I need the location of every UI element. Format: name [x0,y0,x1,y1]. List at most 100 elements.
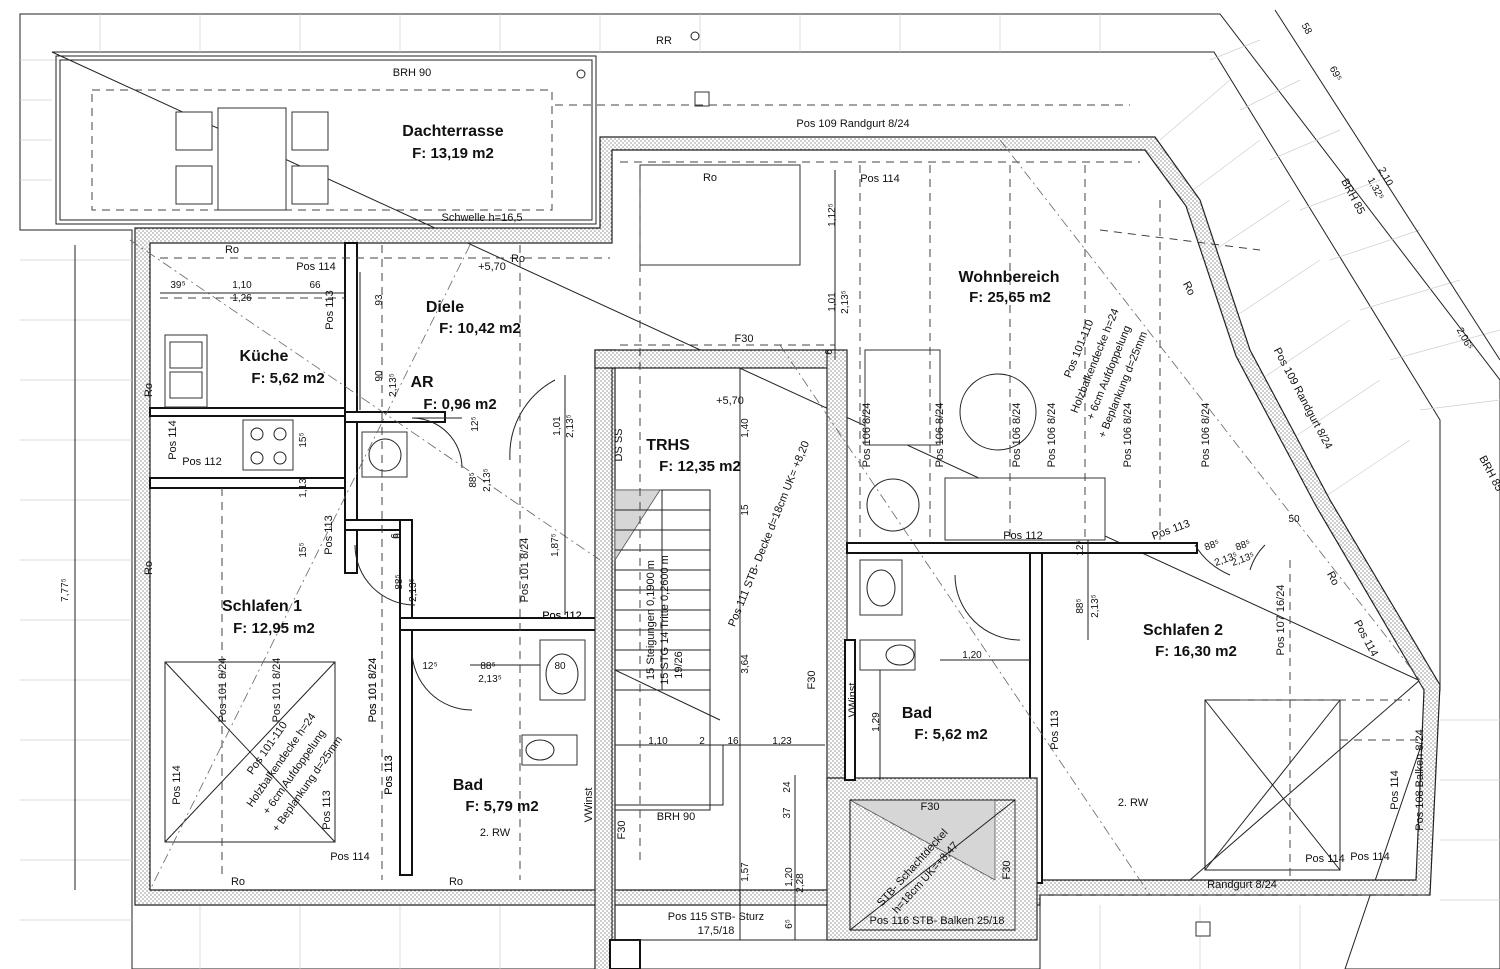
annotation-label-40: Pos 101 8/24 [367,658,379,723]
dimension-label-24: 3,64 [740,654,751,674]
dimension-label-20: 88⁵ [394,574,405,589]
room-area-bad1: F: 5,79 m2 [465,798,538,815]
annotation-label-10: F30 [735,333,754,345]
room-name-ar: AR [410,374,434,391]
annotation-label-59: F30 [921,801,940,813]
dimension-label-35: 88⁵ [480,661,495,672]
annotation-label-46: Pos 113 [383,755,395,795]
annotation-label-35: Pos 114 [167,420,179,460]
room-name-schlafen2: Schlafen 2 [1143,622,1223,639]
annotation-label-79: Pos 101 8/24 [367,658,379,723]
annotation-label-23: 19/26 [673,651,685,679]
dimension-label-54: 2,06⁵ [1454,326,1475,352]
annotation-label-24: Pos 112 [542,610,582,622]
annotation-label-51: Ro [231,876,245,888]
annotation-label-9: +5,70 [478,261,506,273]
room-area-schlafen1: F: 12,95 m2 [233,620,315,637]
dimension-label-14: 1,13 [298,478,309,498]
dimension-label-34: 6⁵ [784,919,795,929]
annotation-label-67: Pos 114 [1351,618,1380,659]
dimension-label-27: 16 [727,736,739,747]
annotation-label-28: Pos 106 8/24 [1011,403,1023,468]
room-area-trhs: F: 12,35 m2 [659,458,741,475]
annotation-label-22: 15 STG 14 Tritte 0,2600 m [659,555,671,685]
annotation-label-2: Schwelle h=16,5 [441,212,522,224]
annotation-label-68: Pos 114 [1389,770,1401,810]
dimension-label-16: 12⁵ [470,416,481,431]
annotation-label-53: BRH 90 [657,811,696,823]
dimension-label-48: 50 [1288,514,1300,525]
room-name-diele: Diele [426,299,464,316]
dashed-beams [74,104,1430,896]
dimension-label-33: 2,28 [795,873,806,893]
room-area-diele: F: 10,42 m2 [439,320,521,337]
dimension-label-38: 88⁵ [1075,598,1086,613]
dimension-label-49: 7,77⁵ [60,578,71,602]
annotation-label-75: Ro [1324,570,1341,588]
dimension-label-37: 80 [554,661,566,672]
annotation-label-4: Pos 114 [296,261,336,273]
dimension-label-23: 15 [740,504,751,516]
room-name-bad1: Bad [453,777,483,794]
annotation-label-56: 17,5/18 [698,925,735,937]
dimension-label-8: 1,01 [827,292,838,312]
annotation-label-8: Pos 114 [860,173,900,185]
dimension-label-21: 2,13⁵ [408,578,419,602]
annotation-label-57: F30 [806,671,818,690]
dimension-label-17: 88⁵ [468,472,479,487]
annotation-label-55: Pos 115 STB- Sturz [668,911,764,923]
annotation-label-27: Pos 106 8/24 [934,403,946,468]
annotation-label-65: 2. RW [1118,797,1149,809]
annotation-label-63: F30 [1001,861,1013,880]
annotation-label-31: Pos 106 8/24 [1200,403,1212,468]
annotation-label-0: RR [656,35,672,47]
annotation-label-66: Pos 107 16/24 [1275,585,1287,656]
room-area-ar: F: 0,96 m2 [423,396,496,413]
dimension-label-2: 1,26 [232,293,252,304]
annotation-label-1: BRH 90 [393,67,432,79]
dimension-label-4: 93 [374,294,385,306]
dimension-label-19: 1,87⁵ [550,533,561,557]
annotation-label-69: Pos 108 Balken 8/24 [1414,729,1426,831]
dimension-label-3: 66 [309,280,321,291]
annotation-label-26: Pos 106 8/24 [861,403,873,468]
annotation-label-50: VWinst [583,788,595,823]
annotation-label-45: Pos 114 [171,765,183,805]
dimension-label-22: 6 [390,533,401,539]
annotation-label-49: 2. RW [480,827,511,839]
dimension-label-1: 1,10 [232,280,252,291]
room-name-kueche: Küche [240,348,289,365]
dimension-label-46: 1,20 [962,650,982,661]
annotation-label-30: Pos 106 8/24 [1122,403,1134,468]
dimension-label-47: 1,29 [871,712,882,732]
annotation-label-16: BRH 85 [1338,177,1367,217]
room-name-schlafen1: Schlafen 1 [222,598,302,615]
annotation-label-17: BRH 85 [1476,454,1500,494]
dimension-label-36: 2,13⁵ [478,674,502,685]
dimension-label-51: 69⁵ [1327,64,1344,83]
annotation-label-72: Ro [143,383,155,397]
dimension-label-40: 12⁵ [422,661,437,672]
dimension-label-9: 2,13⁵ [840,290,851,314]
dimension-label-39: 2,13⁵ [1090,594,1101,618]
room-area-wohnbereich: F: 25,65 m2 [969,289,1051,306]
annotation-label-54: F30 [616,821,628,840]
annotation-label-6: Ro [511,253,525,265]
dimension-label-55: 6 [824,349,835,355]
dimension-label-7: 1,12⁵ [827,203,838,227]
dimension-label-31: 1,57 [740,862,751,882]
annotation-label-78: Pos 113 [383,755,395,795]
dimension-label-25: 1,10 [648,736,668,747]
annotation-label-47: Pos 114 [330,851,370,863]
roof-terrace [55,31,700,225]
dimension-label-5: 90 [374,370,385,382]
room-name-trhs: TRHS [646,437,690,454]
dimension-label-15: 15⁵ [298,542,309,557]
annotation-label-58: VWinst [847,683,859,718]
dimension-lines [74,9,1500,940]
room-labels: Dachterrasse F: 13,19 m2 Küche F: 5,62 m… [222,123,1237,815]
room-name-wohnbereich: Wohnbereich [958,269,1059,286]
dimension-label-32: 1,20 [784,867,795,887]
